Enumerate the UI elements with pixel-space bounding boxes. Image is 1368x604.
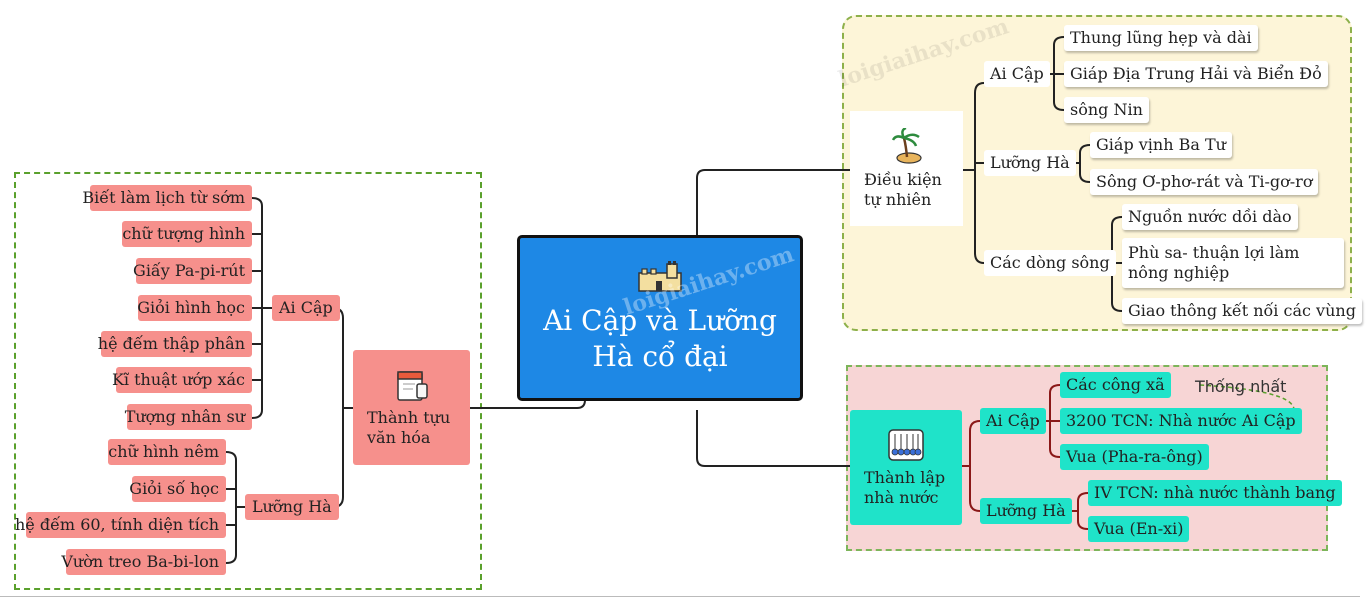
- castle-icon: [638, 261, 682, 292]
- palm-island-icon: [891, 127, 922, 164]
- state-luongha-item-1[interactable]: IV TCN: nhà nước thành bang: [1088, 480, 1342, 506]
- conditions-rivers-item-3[interactable]: Giao thông kết nối các vùng: [1122, 298, 1362, 324]
- conditions-rivers-item-1[interactable]: Nguồn nước dồi dào: [1122, 204, 1298, 230]
- culture-luongha-item-4[interactable]: Vườn treo Ba-bi-lon: [61, 549, 226, 575]
- state-topic[interactable]: Thành lập nhà nước: [850, 410, 962, 525]
- culture-aicap-item-3[interactable]: Giấy Pa-pi-rút: [133, 258, 252, 284]
- culture-luongha-label[interactable]: Lưỡng Hà: [245, 494, 339, 520]
- culture-aicap-item-2[interactable]: chữ tượng hình: [122, 221, 252, 247]
- conditions-luongha-item-2[interactable]: Sông Ơ-phơ-rát và Ti-gơ-rơ: [1090, 169, 1319, 195]
- culture-topic[interactable]: Thành tựu văn hóa: [353, 350, 470, 465]
- central-topic[interactable]: Ai Cập và Lưỡng Hà cổ đại: [517, 235, 803, 401]
- central-title: Ai Cập và Lưỡng Hà cổ đại: [543, 304, 777, 373]
- conditions-title: Điều kiện tự nhiên: [864, 169, 942, 209]
- culture-aicap-item-4[interactable]: Giỏi hình học: [137, 295, 252, 321]
- culture-aicap-label[interactable]: Ai Cập: [272, 295, 340, 321]
- conditions-luongha-label[interactable]: Lưỡng Hà: [984, 150, 1076, 176]
- conditions-aicap-item-1[interactable]: Thung lũng hẹp và dài: [1064, 25, 1258, 51]
- state-luongha-label[interactable]: Lưỡng Hà: [980, 498, 1072, 524]
- culture-luongha-item-1[interactable]: chữ hình nêm: [108, 439, 226, 465]
- culture-luongha-item-3[interactable]: hệ đếm 60, tính diện tích: [15, 512, 226, 538]
- newtons-cradle-icon: [888, 428, 924, 461]
- conditions-aicap-item-2[interactable]: Giáp Địa Trung Hải và Biển Đỏ: [1064, 61, 1328, 87]
- conditions-luongha-item-1[interactable]: Giáp vịnh Ba Tư: [1090, 132, 1232, 158]
- state-title: Thành lập nhà nước: [864, 467, 946, 507]
- conditions-rivers-label[interactable]: Các dòng sông: [984, 250, 1116, 276]
- conditions-aicap-label[interactable]: Ai Cập: [984, 61, 1050, 87]
- culture-luongha-item-2[interactable]: Giỏi số học: [129, 476, 226, 502]
- conditions-rivers-item-2[interactable]: Phù sa- thuận lợi làm nông nghiệp: [1122, 238, 1344, 288]
- state-luongha-item-2[interactable]: Vua (En-xi): [1088, 516, 1190, 542]
- page-bottom-border: [0, 596, 1360, 597]
- culture-aicap-item-6[interactable]: Kĩ thuật ướp xác: [112, 367, 252, 393]
- state-aicap-item-2[interactable]: 3200 TCN: Nhà nước Ai Cập: [1060, 408, 1302, 434]
- state-aicap-item-3[interactable]: Vua (Pha-ra-ông): [1060, 444, 1209, 470]
- state-aicap-label[interactable]: Ai Cập: [980, 408, 1046, 434]
- conditions-aicap-item-3[interactable]: sông Nin: [1064, 97, 1149, 123]
- state-aicap-item-1[interactable]: Các công xã: [1060, 372, 1171, 398]
- culture-frame: [14, 172, 482, 590]
- notebook-icon: [396, 370, 428, 401]
- conditions-topic[interactable]: Điều kiện tự nhiên: [850, 111, 963, 226]
- culture-aicap-item-1[interactable]: Biết làm lịch từ sớm: [82, 185, 252, 211]
- culture-aicap-item-7[interactable]: Tượng nhân sư: [125, 404, 252, 430]
- unify-label: Thống nhất: [1195, 377, 1287, 396]
- culture-aicap-item-5[interactable]: hệ đếm thập phân: [98, 331, 252, 357]
- culture-title: Thành tựu văn hóa: [367, 407, 451, 447]
